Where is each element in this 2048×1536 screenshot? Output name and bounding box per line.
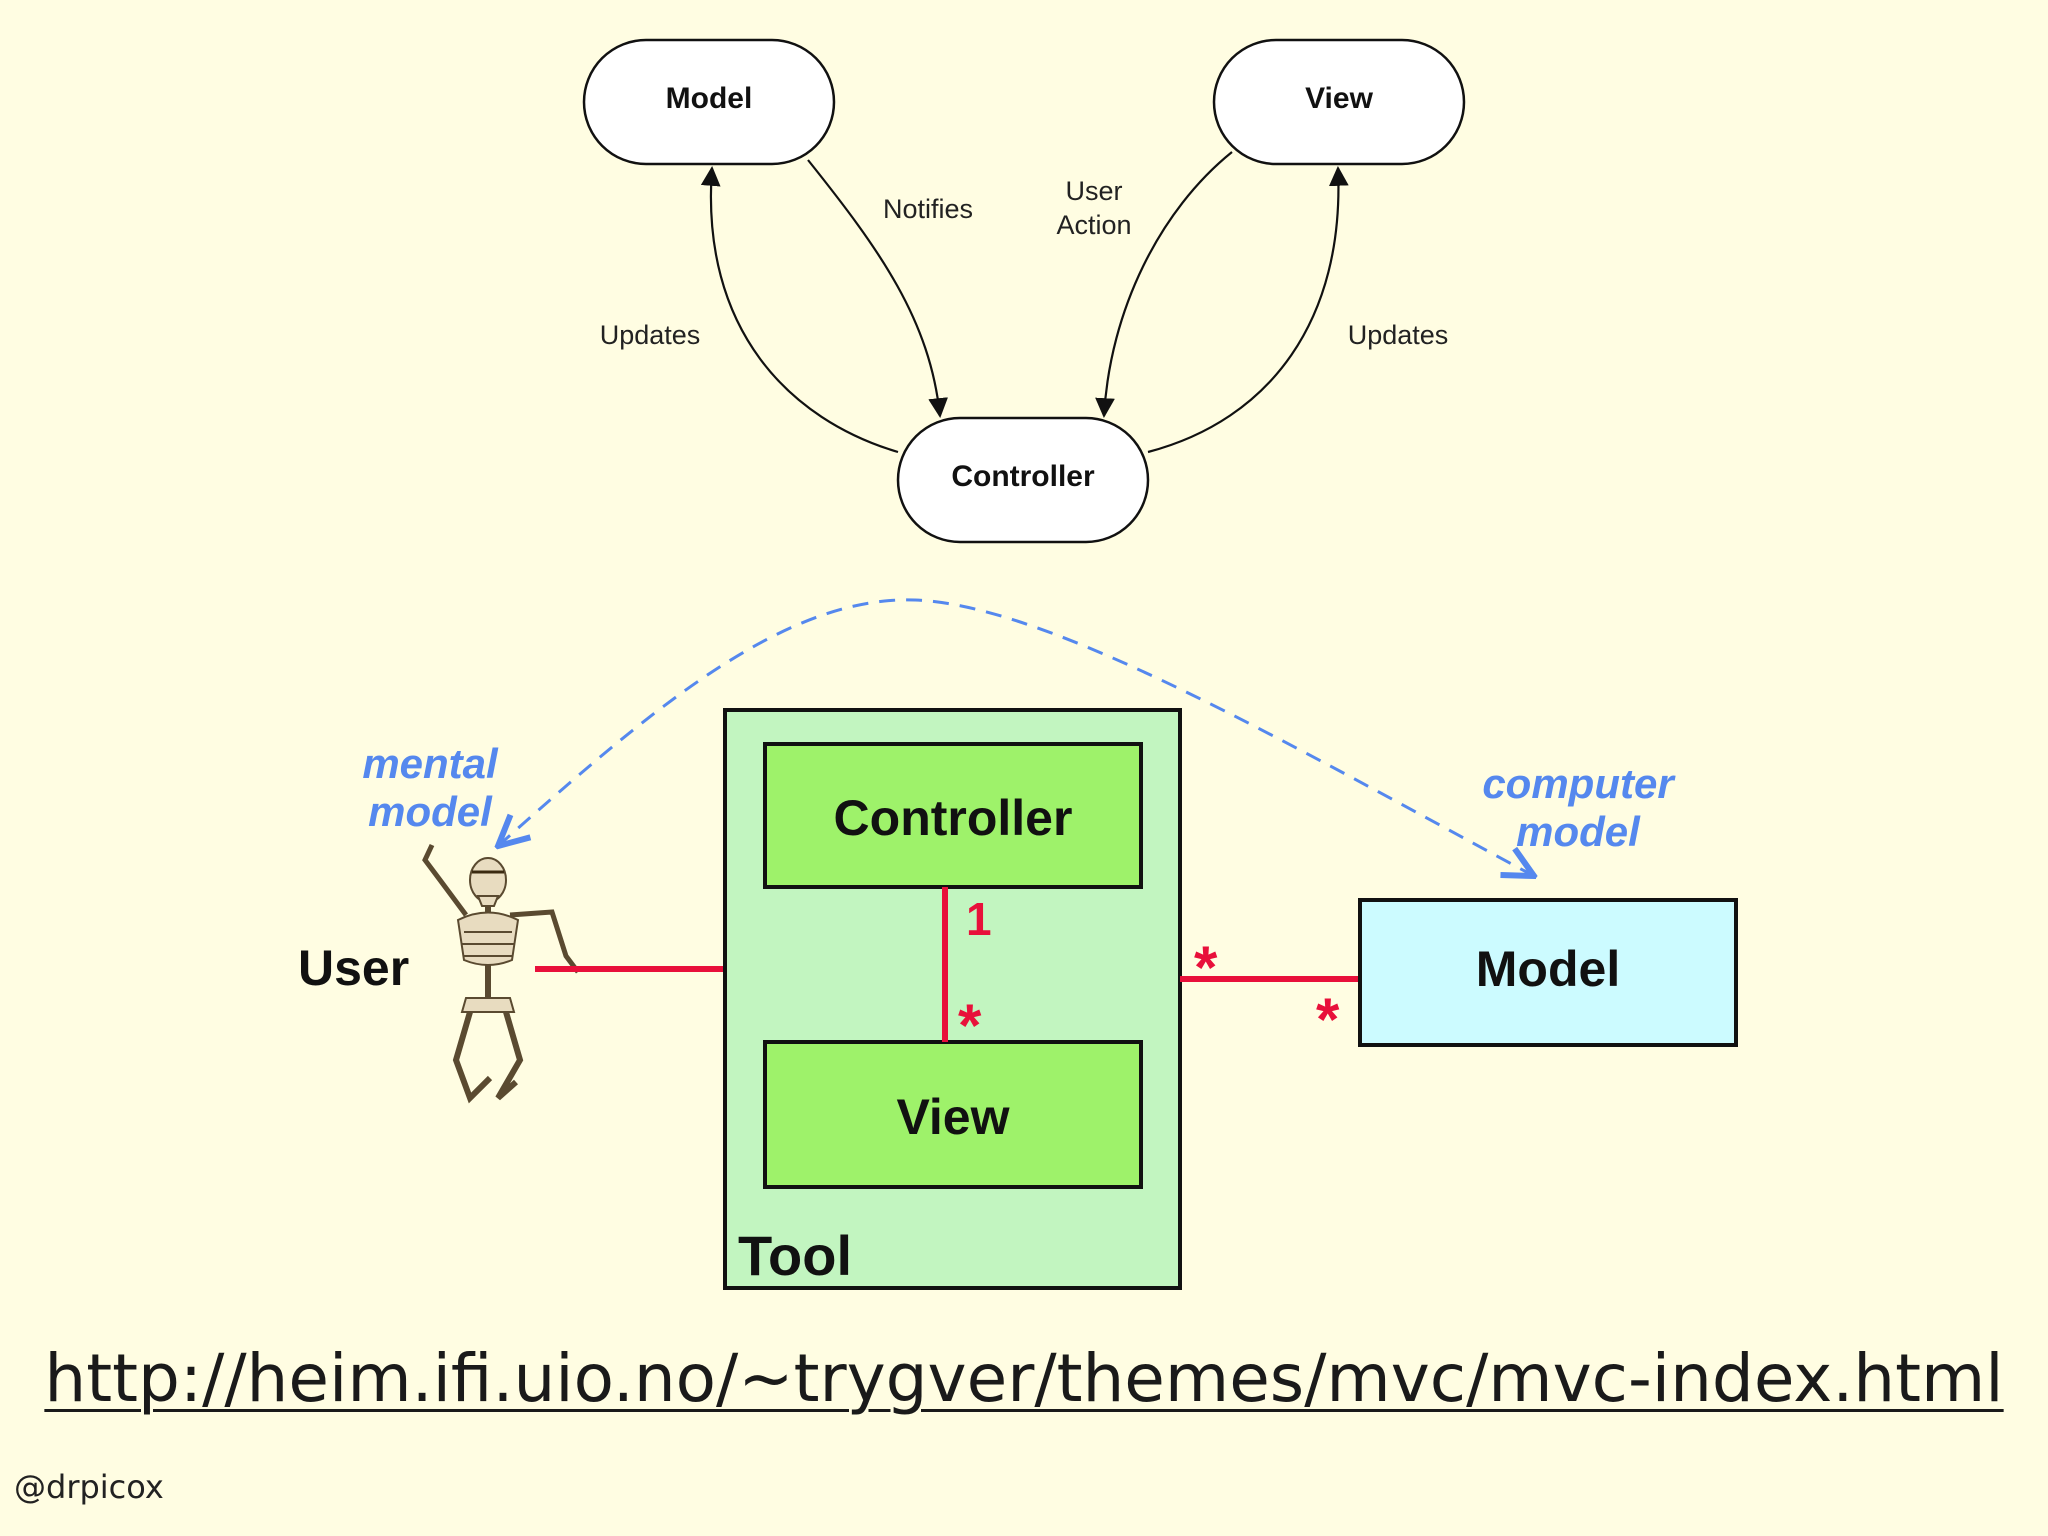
tool-label: Tool — [738, 1224, 852, 1287]
top-view-node: View — [1212, 38, 1466, 166]
tool-controller-box — [763, 742, 1143, 889]
edge-controller-to-view-updates — [1147, 166, 1349, 454]
top-mvc-diagram: Model View Controller Notifies User Acti… — [582, 38, 1466, 544]
user-label: User — [298, 940, 409, 996]
top-view-label: View — [1305, 82, 1373, 115]
edge-model-to-controller-notifies — [807, 159, 948, 418]
label-updates-left: Updates — [600, 320, 701, 350]
mental-computer-model-arc — [498, 598, 1534, 876]
label-user-action-line1: User — [1065, 176, 1122, 206]
mental-model-line1: mental — [362, 740, 499, 787]
bottom-tool-diagram: mental model computer model User Tool — [298, 598, 1738, 1290]
source-url-link[interactable]: http://heim.ifi.uio.no/~trygver/themes/m… — [44, 1340, 2004, 1417]
tool-view-box — [763, 1040, 1143, 1189]
label-updates-right: Updates — [1348, 320, 1449, 350]
model-label: Model — [1476, 941, 1620, 997]
top-controller-label: Controller — [951, 460, 1095, 493]
tool-view-label: View — [896, 1089, 1009, 1145]
multiplicity-many-view: * — [958, 992, 982, 1059]
label-notifies: Notifies — [883, 194, 973, 224]
multiplicity-many-model: * — [1316, 986, 1340, 1053]
multiplicity-many-tool: * — [1194, 934, 1218, 1001]
multiplicity-one: 1 — [966, 893, 992, 945]
computer-model-line2: model — [1516, 808, 1641, 855]
edge-view-to-controller-user-action — [1095, 151, 1233, 418]
top-model-node: Model — [582, 38, 836, 166]
skeleton-icon — [422, 843, 580, 1104]
tool-controller-label: Controller — [834, 790, 1073, 846]
top-controller-node: Controller — [896, 416, 1150, 544]
computer-model-line1: computer — [1482, 760, 1676, 807]
edge-controller-to-model-updates — [700, 166, 899, 454]
label-user-action-line2: Action — [1056, 210, 1131, 240]
author-handle: @drpicox — [14, 1468, 164, 1506]
mental-model-line2: model — [368, 788, 493, 835]
model-box — [1358, 898, 1738, 1047]
top-model-label: Model — [666, 82, 753, 115]
